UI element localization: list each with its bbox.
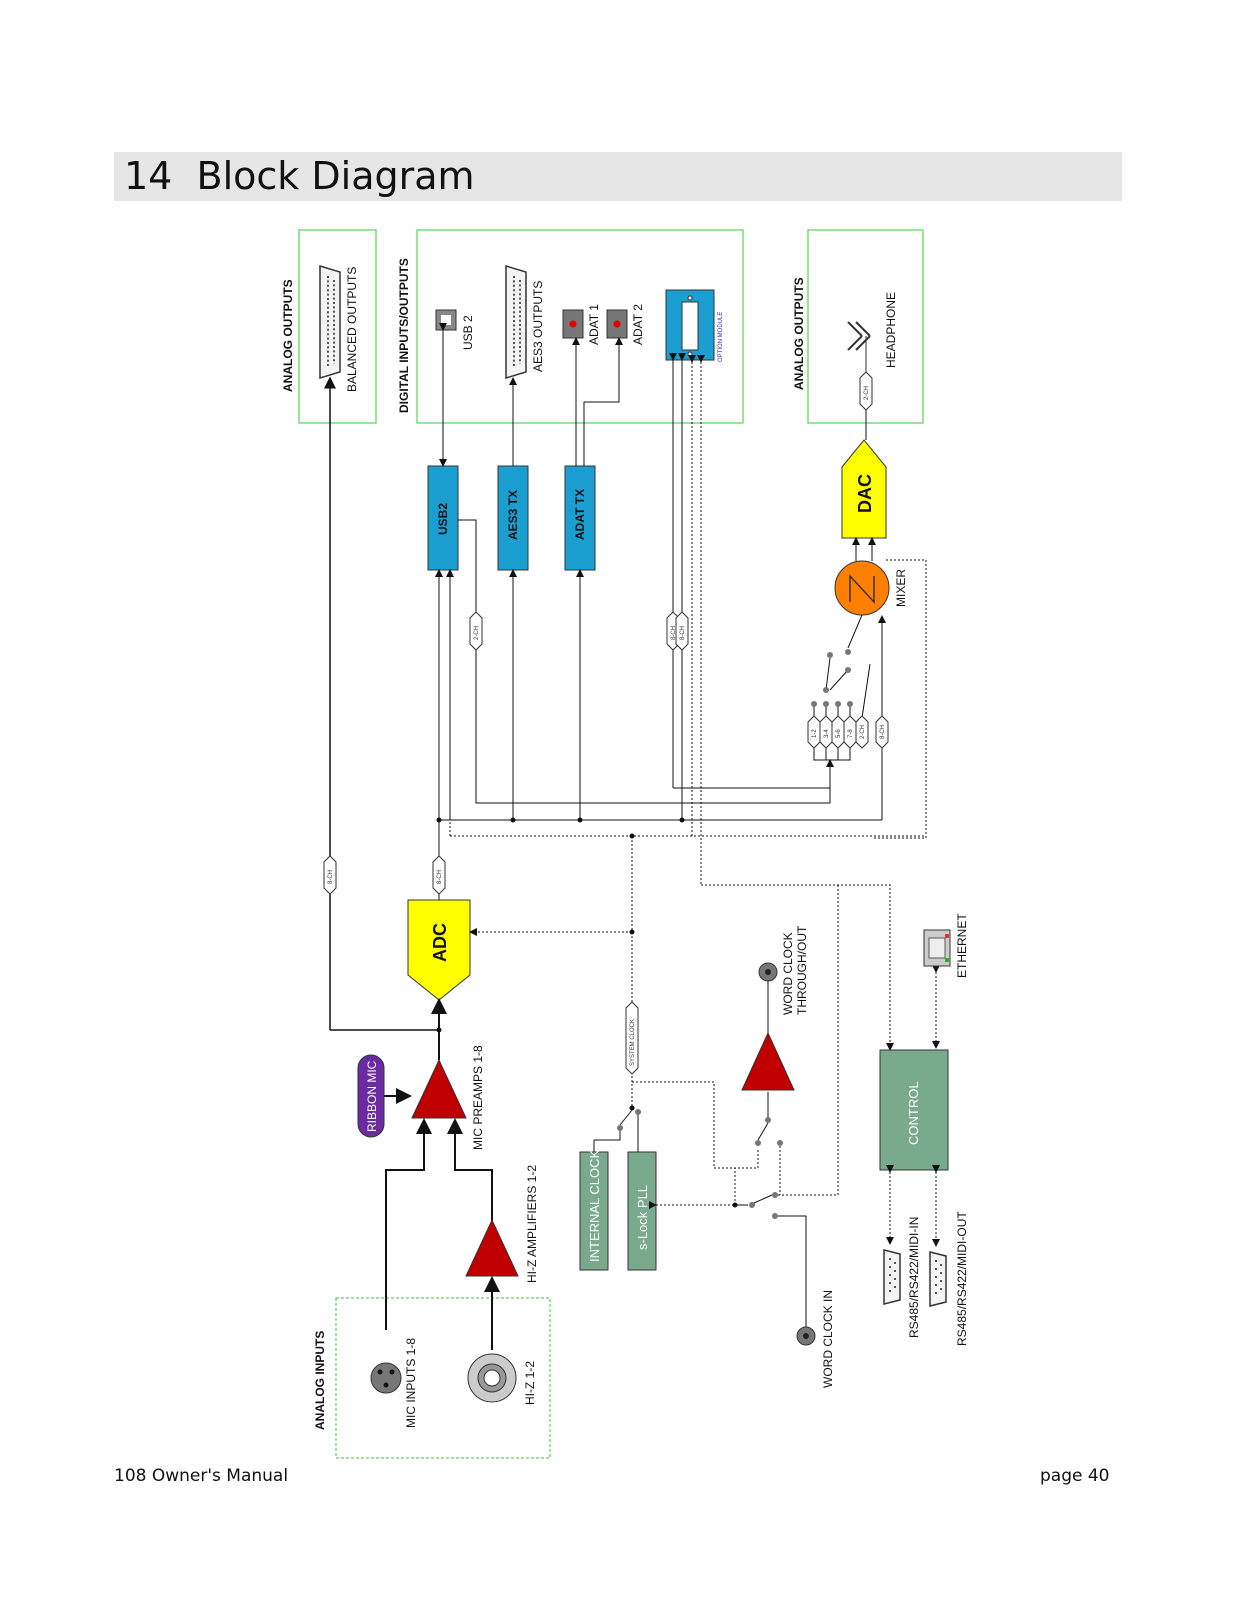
hiz-amplifiers-label: HI-Z AMPLIFIERS 1-2 bbox=[525, 1165, 539, 1283]
section-header: 14 Block Diagram bbox=[114, 152, 1122, 201]
control-label: CONTROL bbox=[906, 1081, 921, 1145]
aes3-tx-block-label: AES3 TX bbox=[506, 490, 520, 540]
adat-tx-block bbox=[564, 465, 596, 571]
mixer-block bbox=[834, 560, 890, 616]
mic-preamps-block bbox=[411, 1058, 467, 1119]
svg-text:5-6: 5-6 bbox=[836, 729, 842, 738]
pll-input-switch bbox=[735, 1192, 778, 1219]
wc-out-switch bbox=[755, 1092, 783, 1146]
label-aes3-outputs: AES3 OUTPUTS bbox=[531, 281, 545, 372]
label-usb2: USB 2 bbox=[461, 315, 475, 350]
ribbon-mic-label: RIBBON MIC bbox=[365, 1060, 379, 1132]
tag-system-clock: SYSTEM CLOCK bbox=[625, 1001, 639, 1075]
footer-manual: 108 Owner's Manual bbox=[114, 1466, 289, 1486]
svg-text:7-8: 7-8 bbox=[848, 729, 854, 738]
hiz-amplifiers-block bbox=[465, 1218, 519, 1277]
tag-sel-78: 7-8 bbox=[843, 715, 857, 749]
word-clock-in-bnc-icon bbox=[796, 1326, 816, 1346]
section-title: 14 Block Diagram bbox=[124, 154, 475, 198]
tag-2ch-usb: 2-CH bbox=[469, 611, 483, 651]
label-ethernet: ETHERNET bbox=[955, 913, 969, 978]
footer-page: page 40 bbox=[1040, 1466, 1110, 1486]
label-midi-out: RS485/RS422/MIDI-OUT bbox=[955, 1211, 969, 1346]
hiz-jack-icon bbox=[467, 1353, 517, 1403]
usb-b-icon bbox=[435, 309, 457, 331]
label-word-clock-in: WORD CLOCK IN bbox=[821, 1290, 835, 1388]
tag-sel-2ch: 2-CH bbox=[855, 715, 869, 749]
svg-text:2-CH: 2-CH bbox=[860, 725, 866, 739]
svg-text:8-CH: 8-CH bbox=[680, 626, 686, 640]
label-mic-inputs: MIC INPUTS 1-8 bbox=[404, 1338, 418, 1428]
adat-tx-block-label: ADAT TX bbox=[573, 489, 587, 540]
label-word-clock-through-1: WORD CLOCK bbox=[781, 932, 795, 1015]
tag-sel-12: 1-2 bbox=[807, 715, 821, 749]
group-analog-inputs bbox=[335, 1297, 551, 1459]
tag-8ch-adc: 8-CH bbox=[432, 855, 446, 895]
internal-clock-block bbox=[579, 1151, 609, 1271]
group-analog-outputs-top bbox=[298, 229, 377, 424]
usb2-block bbox=[427, 465, 459, 571]
tag-sel-8ch: 8-CH bbox=[875, 715, 889, 749]
group-digital-io bbox=[416, 229, 744, 424]
dac-block-label: DAC bbox=[855, 474, 875, 513]
group-label-analog-outputs-top: ANALOG OUTPUTS bbox=[281, 279, 295, 392]
label-adat2: ADAT 2 bbox=[631, 304, 645, 345]
clock-source-switch bbox=[593, 1105, 641, 1152]
svg-text:3-4: 3-4 bbox=[824, 729, 830, 738]
tag-sel-56: 5-6 bbox=[831, 715, 845, 749]
group-label-digital-io: DIGITAL INPUTS/OUTPUTS bbox=[397, 258, 411, 413]
adat1-optical-icon bbox=[562, 309, 584, 339]
db25-balanced-icon bbox=[319, 264, 341, 380]
section-title-text: Block Diagram bbox=[196, 154, 475, 198]
svg-text:2-CH: 2-CH bbox=[474, 626, 480, 640]
control-block bbox=[879, 1049, 949, 1171]
svg-text:8-CH: 8-CH bbox=[328, 870, 334, 884]
svg-text:8-CH: 8-CH bbox=[437, 870, 443, 884]
label-word-clock-through-2: THROUGH/OUT bbox=[795, 925, 809, 1015]
adc-block-label: ADC bbox=[430, 923, 450, 962]
section-number: 14 bbox=[124, 154, 173, 198]
label-hiz: HI-Z 1-2 bbox=[523, 1361, 537, 1405]
db9-midi-in-icon bbox=[883, 1249, 901, 1305]
svg-text:1-2: 1-2 bbox=[812, 729, 818, 738]
svg-text:8-CH: 8-CH bbox=[880, 725, 886, 739]
db9-midi-out-icon bbox=[929, 1251, 947, 1307]
label-option-module: OPTION MODULE bbox=[718, 312, 724, 362]
tag-sel-34: 3-4 bbox=[819, 715, 833, 749]
tag-8ch-out: 8-CH bbox=[323, 855, 337, 895]
group-label-analog-outputs-headphone: ANALOG OUTPUTS bbox=[792, 277, 806, 390]
word-clock-out-amp bbox=[741, 1031, 795, 1091]
label-headphone: HEADPHONE bbox=[884, 292, 898, 368]
ethernet-port-icon bbox=[923, 929, 951, 967]
group-label-analog-inputs: ANALOG INPUTS bbox=[313, 1331, 327, 1430]
tag-2ch-hp: 2-CH bbox=[859, 371, 873, 411]
svg-text:8-CH: 8-CH bbox=[671, 626, 677, 640]
adat2-optical-icon bbox=[606, 309, 628, 339]
slock-pll-label: s-Lock PLL bbox=[635, 1185, 650, 1250]
slock-pll-block bbox=[627, 1151, 657, 1271]
tag-8ch-opt2: 8-CH bbox=[675, 611, 689, 651]
mixer-label: MIXER bbox=[894, 569, 908, 607]
svg-text:SYSTEM CLOCK: SYSTEM CLOCK bbox=[630, 1019, 636, 1066]
option-module-icon bbox=[665, 289, 715, 361]
word-clock-through-bnc-icon bbox=[758, 962, 778, 982]
adc-block bbox=[407, 899, 471, 1001]
headphone-jack-icon bbox=[847, 321, 871, 378]
label-adat1: ADAT 1 bbox=[587, 304, 601, 345]
label-balanced-outputs: BALANCED OUTPUTS bbox=[345, 267, 359, 392]
mixer-selector-switch bbox=[811, 614, 883, 761]
usb2-block-label: USB2 bbox=[436, 503, 450, 535]
internal-clock-label: INTERNAL CLOCK bbox=[587, 1149, 602, 1262]
label-midi-in: RS485/RS422/MIDI-IN bbox=[907, 1217, 921, 1338]
xlr-mic-input-icon bbox=[370, 1362, 402, 1394]
mic-preamps-label: MIC PREAMPS 1-8 bbox=[471, 1045, 485, 1150]
svg-text:2-CH: 2-CH bbox=[864, 386, 870, 400]
dac-block bbox=[841, 439, 887, 539]
db25-aes3-icon bbox=[505, 264, 527, 380]
